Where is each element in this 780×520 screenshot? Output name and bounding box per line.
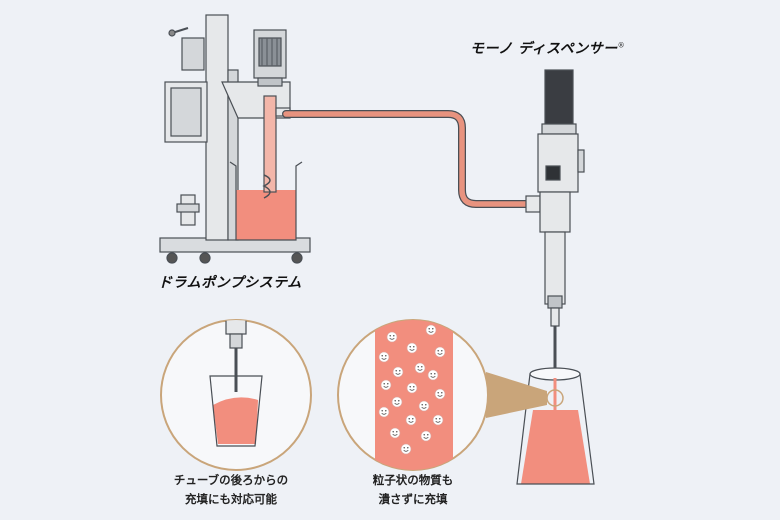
gearbox <box>181 37 205 71</box>
caption-particles: 粒子状の物質も 潰さずに充填 <box>323 471 503 509</box>
drum-product <box>236 190 296 240</box>
drum-pump-system-label: ドラムポンプシステム <box>158 275 302 291</box>
caster-wheel <box>291 252 303 264</box>
motor-fins <box>258 37 282 67</box>
auger <box>262 174 271 199</box>
nozzle-tip <box>550 307 560 327</box>
dispenser-body <box>537 133 579 193</box>
tube-product <box>213 397 258 444</box>
lift-column <box>205 14 229 241</box>
mohno-dispenser-text: モーノ ディスペンサー <box>470 41 618 57</box>
tube-nozzle-body <box>225 320 247 335</box>
sensor-window <box>545 165 561 181</box>
dispenser-bottle <box>516 367 595 485</box>
control-panel <box>170 87 202 137</box>
column-side <box>227 69 239 241</box>
caption-line: チューブの後ろからの <box>173 473 289 487</box>
bottle-product <box>521 410 590 484</box>
dispenser-motor <box>544 69 574 127</box>
mohno-dispenser <box>525 69 585 378</box>
nozzle-fitting <box>547 295 563 309</box>
motor-flange <box>257 77 283 87</box>
registered-mark: ® <box>617 41 626 50</box>
tube-nozzle-fitting <box>229 333 243 349</box>
drum-beaker <box>229 161 303 241</box>
drum-pump-system <box>159 14 311 264</box>
mohno-dispenser-label: モーノ ディスペンサー® <box>470 38 625 58</box>
regulator-knob <box>176 203 200 213</box>
inlet-flange <box>525 195 541 213</box>
hose-outline <box>282 110 534 208</box>
caption-tube-filling: チューブの後ろからの 充填にも対応可能 <box>141 471 321 509</box>
caption-line: 粒子状の物質も <box>372 473 454 487</box>
caption-line: 充填にも対応可能 <box>185 492 277 506</box>
stator <box>544 231 566 305</box>
caption-line: 潰さずに充填 <box>378 492 448 506</box>
crank-knob <box>168 29 176 37</box>
zoom-callout <box>486 372 547 418</box>
transfer-hose <box>283 111 533 207</box>
detail-circle-tube-filling <box>160 319 312 471</box>
detail-circle-particles <box>337 319 489 471</box>
tube-outline <box>209 375 263 447</box>
pump-tube <box>263 95 277 193</box>
caster-wheel <box>166 252 178 264</box>
motor-coupling <box>541 123 577 135</box>
caster-wheel <box>199 252 211 264</box>
side-fitting <box>577 149 585 173</box>
stator-housing <box>539 191 571 233</box>
